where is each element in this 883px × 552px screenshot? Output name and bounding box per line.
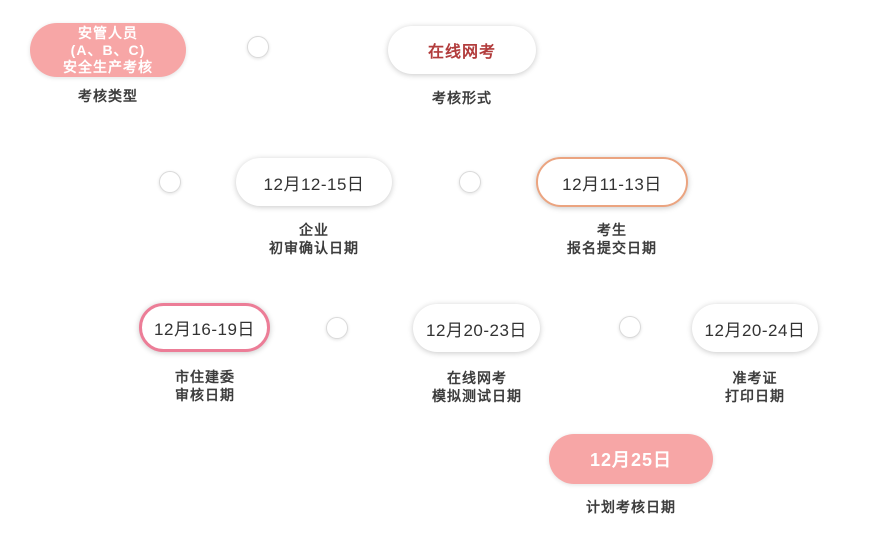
exam-type-line: (A、B、C) [70, 41, 146, 58]
ticket-print-date-label: 准考证 打印日期 [725, 370, 785, 404]
registration-date-label: 考生 报名提交日期 [567, 222, 657, 256]
mock-test-date-badge: 12月20-23日 [413, 304, 540, 352]
exam-type-label: 考核类型 [78, 88, 138, 104]
planned-exam-date-label: 计划考核日期 [586, 499, 676, 515]
connector-dot [159, 171, 181, 193]
enterprise-review-date-label: 企业 初审确认日期 [269, 222, 359, 256]
exam-type-line: 安管人员 [78, 24, 138, 41]
enterprise-review-date-badge: 12月12-15日 [236, 158, 392, 206]
exam-type-line: 安全生产考核 [63, 58, 153, 75]
exam-format-label: 考核形式 [432, 90, 492, 106]
connector-dot [247, 36, 269, 58]
registration-date-badge: 12月11-13日 [536, 157, 688, 207]
connector-dot [619, 316, 641, 338]
connector-dot [459, 171, 481, 193]
mock-test-date-label: 在线网考 模拟测试日期 [432, 370, 522, 404]
connector-dot [326, 317, 348, 339]
exam-type-badge: 安管人员 (A、B、C) 安全生产考核 [30, 23, 186, 77]
committee-review-date-label: 市住建委 审核日期 [175, 369, 235, 403]
planned-exam-date-badge: 12月25日 [549, 434, 713, 484]
committee-review-date-badge: 12月16-19日 [139, 303, 270, 352]
exam-format-badge: 在线网考 [388, 26, 536, 74]
ticket-print-date-badge: 12月20-24日 [692, 304, 818, 352]
